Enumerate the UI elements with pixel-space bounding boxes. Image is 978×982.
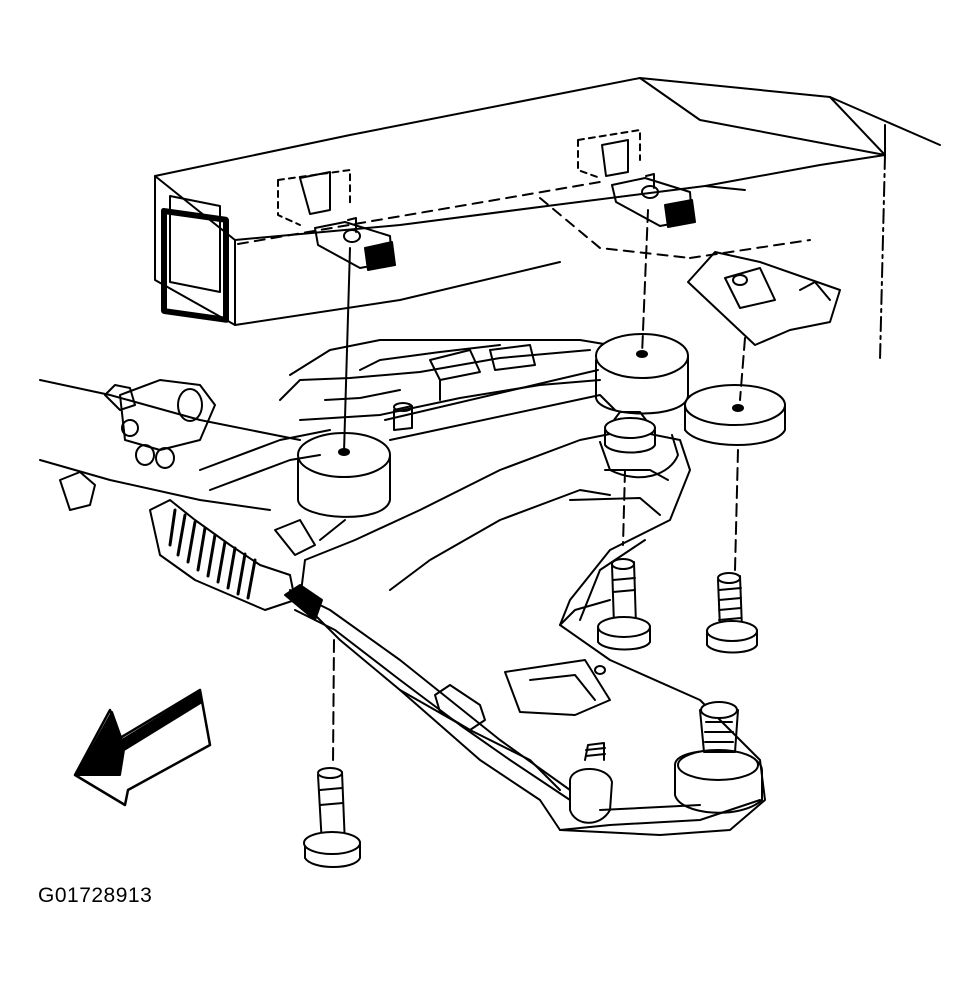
bolt-left-lower	[303, 767, 361, 868]
bolt-center	[597, 558, 651, 651]
subframe	[279, 339, 621, 441]
leader-lines	[332, 209, 746, 766]
forward-direction-arrow	[73, 688, 212, 807]
right-frame-bracket	[601, 139, 696, 228]
ball-joint	[674, 701, 763, 814]
figure-id-label: G01728913	[38, 884, 153, 907]
stabilizer-link	[199, 429, 346, 556]
steering-rack	[39, 379, 571, 801]
bolt-right	[706, 572, 758, 654]
frame-rail	[154, 77, 941, 361]
nut-top	[604, 411, 656, 454]
left-frame-bracket	[299, 171, 396, 271]
round-mount-plate	[684, 384, 786, 446]
side-bracket-plate	[687, 251, 841, 346]
tie-rod-end	[569, 742, 613, 824]
left-bushing	[297, 432, 391, 518]
